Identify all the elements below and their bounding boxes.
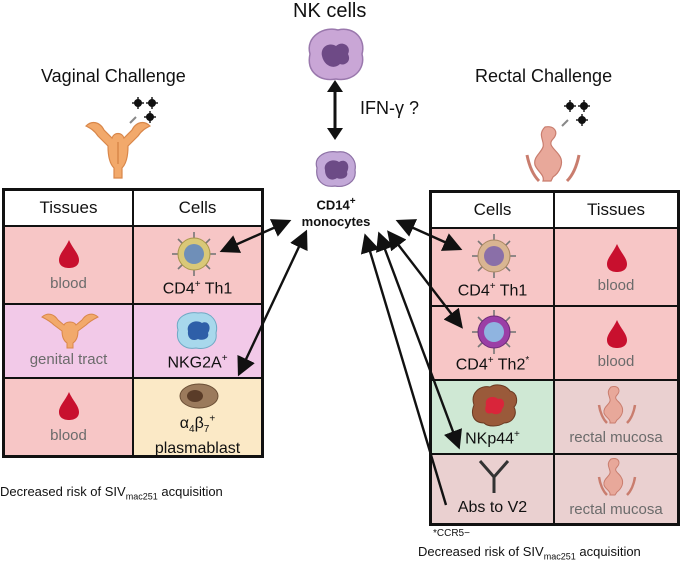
tissue-label: rectal mucosa	[569, 501, 663, 518]
vaginal-caption: Decreased risk of SIVmac251 acquisition	[0, 484, 223, 502]
arrow-to-right-th2	[387, 230, 463, 329]
monocyte-icon	[315, 151, 356, 187]
rectum-icon	[525, 126, 581, 183]
cell-label: CD4+ Th1	[457, 281, 528, 300]
tissue-label: blood	[597, 353, 635, 370]
arrow-to-left-nkg2a	[237, 229, 308, 377]
rectum-small-icon	[597, 386, 637, 424]
col-header-cells: Cells	[133, 190, 262, 226]
plasmablast-icon	[179, 383, 219, 409]
rectal-challenge-title: Rectal Challenge	[475, 66, 613, 86]
cd14-monocytes-label: CD14+ monocytes	[301, 196, 371, 230]
vaginal-challenge-title: Vaginal Challenge	[41, 66, 186, 86]
cell-label: NKG2A+	[167, 353, 228, 372]
cell-abs-to-v2: Abs to V2	[431, 454, 554, 524]
blood-drop-icon	[607, 244, 627, 272]
cell-label: CD4+ Th2*	[455, 355, 530, 374]
col-header-cells: Cells	[431, 192, 554, 228]
tissue-label: genital tract	[29, 351, 108, 368]
virus-icon	[129, 97, 158, 124]
cell-label: Abs to V2	[457, 499, 528, 516]
blood-drop-icon	[59, 240, 79, 268]
th1-cell-icon	[172, 232, 216, 276]
tissue-label: blood	[597, 277, 635, 294]
rectum-small-icon	[597, 458, 637, 496]
tissue-cell-rectal-mucosa: rectal mucosa	[554, 380, 678, 454]
uterus-icon	[84, 121, 152, 179]
nk-cell-icon	[308, 28, 364, 81]
tissue-cell-blood-2: blood	[554, 306, 678, 380]
tissue-cell-genital-tract: genital tract	[4, 304, 133, 378]
uterus-small-icon	[41, 313, 99, 349]
arrow-to-right-abs	[360, 233, 448, 506]
th1-cell-icon	[472, 234, 516, 278]
col-header-tissues: Tissues	[4, 190, 133, 226]
tissue-cell-blood-2: blood	[4, 378, 133, 456]
antibody-icon	[478, 460, 510, 493]
tissue-label: blood	[50, 275, 87, 292]
cell-label: α4β7+ plasmablast	[154, 414, 241, 457]
arrow-to-right-th1	[395, 219, 463, 251]
vaginal-table: Tissues Cells blood CD4+ Th1 genital tra…	[2, 188, 264, 458]
cell-plasmablast: α4β7+ plasmablast	[133, 378, 262, 457]
tissue-label: rectal mucosa	[569, 429, 663, 446]
arrow-to-right-nkp44	[376, 231, 462, 450]
nkp44-cell-icon	[471, 384, 518, 427]
tissue-cell-blood: blood	[4, 226, 133, 304]
col-header-tissues: Tissues	[554, 192, 678, 228]
cell-label: NKp44+	[465, 429, 520, 448]
tissue-label: blood	[50, 427, 87, 444]
nk-cells-label: NK cells	[293, 0, 367, 22]
arrow-to-left-th1	[219, 219, 292, 253]
cell-label: CD4+ Th1	[162, 279, 233, 298]
ccr5-footnote: *CCR5−	[433, 528, 470, 539]
virus-icon	[561, 100, 590, 127]
tissue-cell-blood: blood	[554, 228, 678, 306]
th2-cell-icon	[472, 310, 516, 354]
ifn-double-arrow	[327, 80, 343, 140]
blood-drop-icon	[59, 392, 79, 420]
nk-small-cell-icon	[176, 312, 218, 349]
ifn-gamma-label: IFN-γ ?	[360, 98, 420, 118]
rectal-caption: Decreased risk of SIVmac251 acquisition	[418, 544, 641, 562]
tissue-cell-rectal-mucosa-2: rectal mucosa	[554, 454, 678, 524]
blood-drop-icon	[607, 320, 627, 348]
